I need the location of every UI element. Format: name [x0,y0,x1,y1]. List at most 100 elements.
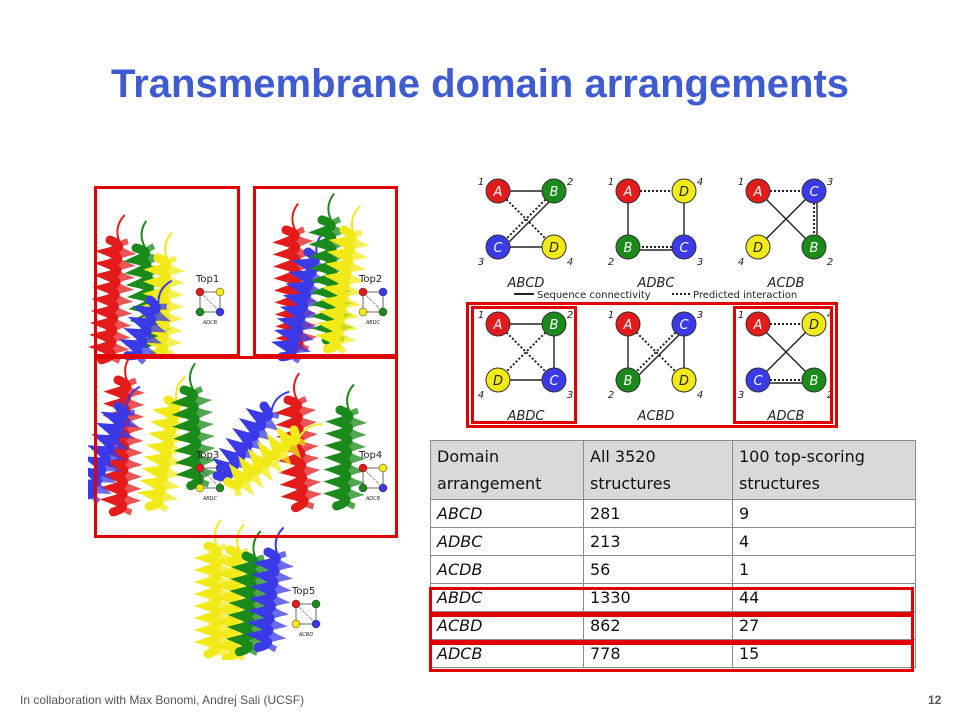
mini-node-c [378,287,388,297]
domain-node-c [671,234,697,260]
domain-node-d [671,178,697,204]
cell-all: 281 [583,499,733,528]
mini-topology-cross [199,467,221,489]
domain-node-label: B [624,241,633,256]
predicted-interaction-edge [497,323,555,381]
helix-3a3ae8 [245,526,295,653]
mini-node-c [378,483,388,493]
helix-loop [125,385,141,410]
mini-node-c [215,307,225,317]
mini-topology-cross [295,603,317,625]
domain-node-label: C [493,241,503,256]
table-row: ADBC 213 4 [430,527,916,556]
arrangement-label: ACBD [637,409,675,424]
helix-coil-back [245,554,273,656]
domain-order-number: 2 [567,177,573,188]
header-top-structures: 100 top-scoring structures [732,440,916,500]
domain-node-c [745,367,771,393]
helix-coil-back [234,437,307,497]
domain-order-number: 3 [827,177,833,188]
helix-loop [291,202,299,231]
helix-f2ea18 [137,375,193,513]
arrangement-label: ABCD [507,276,545,291]
structure-label: Top3 [195,450,219,461]
cell-top: 4 [732,527,916,556]
domain-order-number: 1 [738,177,744,188]
domain-node-label: C [809,185,819,200]
helix-loop [350,205,362,232]
domain-node-b [801,367,827,393]
table-header-row: Domain arrangement All 3520 structures 1… [430,440,916,500]
highlight-box-top3-top4 [94,356,398,538]
domain-order-number: 1 [478,310,484,321]
domain-node-label: D [753,241,763,256]
mini-node-d [378,463,388,473]
helix-coil-back [108,238,137,364]
cell-top: 1 [732,555,916,584]
footer-credit: In collaboration with Max Bonomi, Andrej… [20,693,305,707]
mini-topology-cross [362,467,384,489]
sequence-connectivity-edge [500,193,558,251]
helix-loop [116,214,126,241]
sequence-connectivity-edge [757,323,815,381]
helix-f2ea18 [314,205,370,355]
mini-topology-cross [362,291,384,313]
predicted-interaction-edge [497,190,555,248]
helix-3a3ae8 [118,279,173,365]
domain-order-number: 3 [738,390,744,401]
domain-order-number: 1 [608,177,614,188]
predicted-interaction-edge [627,323,685,381]
helix-loop [157,279,173,304]
domain-order-number: 4 [697,177,703,188]
helix-loop [293,372,300,400]
mini-topology-frame [199,291,221,313]
domain-node-label: B [550,318,559,333]
mini-node-d [291,619,301,629]
cell-arrangement: ACDB [430,555,584,584]
mini-node-b [358,483,368,493]
domain-order-number: 2 [827,257,833,268]
domain-node-a [745,178,771,204]
domain-node-label: B [810,241,819,256]
helix-loop [274,526,285,554]
domain-node-a [485,178,511,204]
helix-coil-back [214,543,236,657]
mini-node-d [195,483,205,493]
arrangement-label: ADCB [767,409,805,424]
predicted-interaction-edge [497,323,555,381]
domain-node-d [801,311,827,337]
helix-coil-back [264,550,295,653]
domain-node-d [671,367,697,393]
highlight-row-abdc [429,587,914,615]
mini-topology-frame [362,291,384,313]
structure-label: Top5 [291,586,315,597]
domain-node-b [541,311,567,337]
mini-node-b [378,307,388,317]
domain-node-label: A [493,185,503,200]
arrangement-label: ADBC [637,276,676,291]
domain-node-label: B [550,185,559,200]
structure-label: Top2 [358,274,382,285]
arrangement-label: ABDC [507,409,546,424]
predicted-interaction-edge [627,323,685,381]
arrangement-label: ACDB [767,276,805,291]
mini-arrangement-label: ABDC [202,496,218,502]
domain-node-d [485,367,511,393]
mini-node-b [215,483,225,493]
helix-coil-back [342,407,368,510]
mini-topology-cross [199,291,221,313]
highlight-box-adcb [733,306,833,424]
domain-node-c [801,178,827,204]
helix-1a8a1a [225,530,273,657]
domain-order-number: 3 [567,390,573,401]
